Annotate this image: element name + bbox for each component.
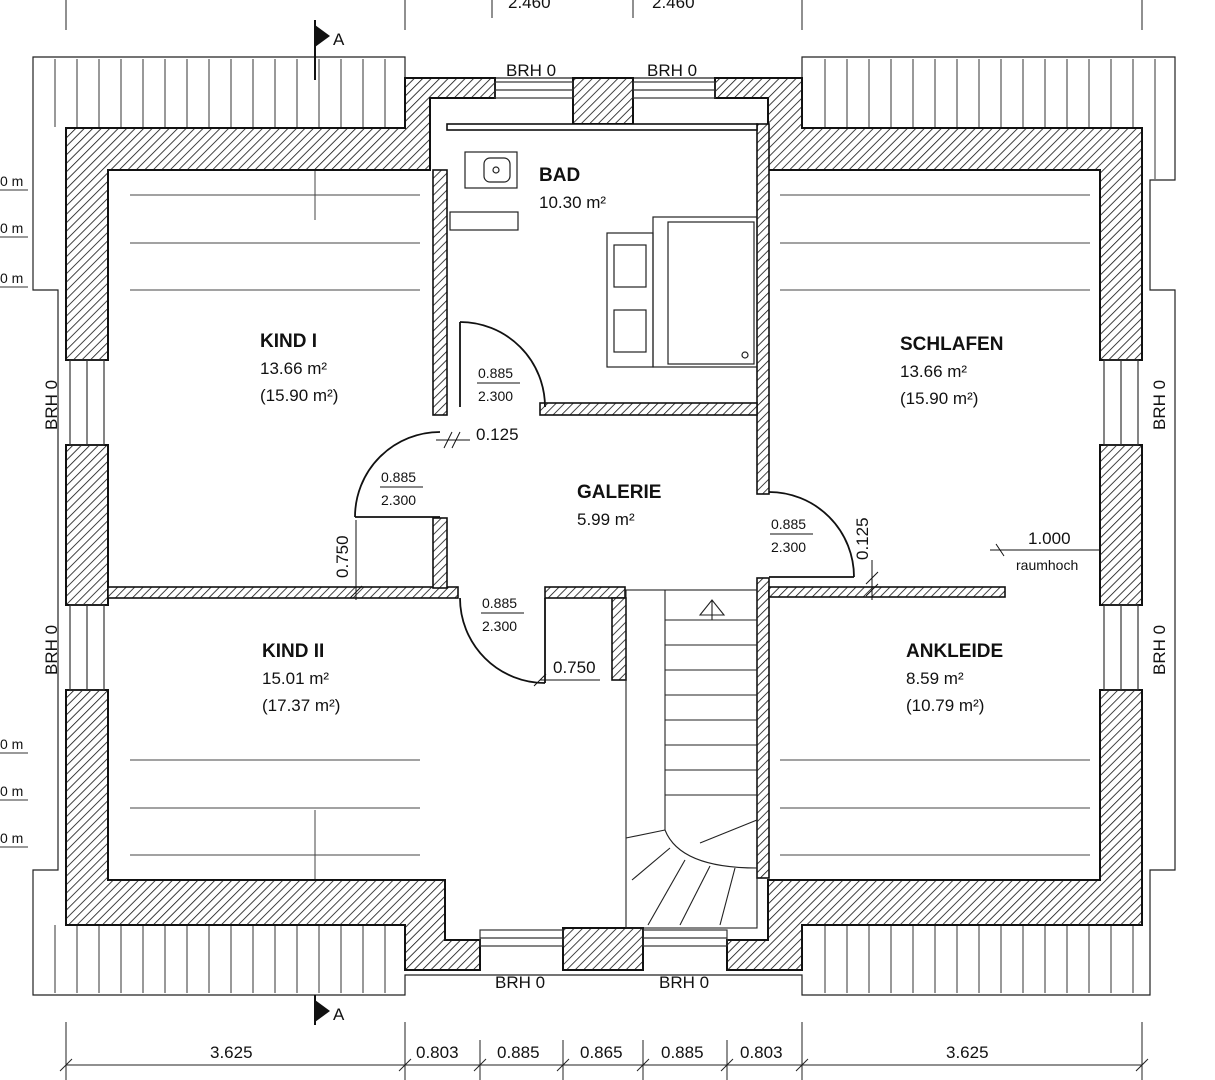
brh-top-right: BRH 0 [647, 61, 697, 80]
room-ankleide-name: ANKLEIDE [906, 641, 1003, 662]
brh-left-lower: BRH 0 [42, 625, 61, 675]
level-label-1: 0 m [0, 173, 23, 189]
top-dim-left: 2.460 [508, 0, 551, 12]
brh-top-left: BRH 0 [506, 61, 556, 80]
door-ankleide-width: 0.885 [771, 516, 806, 532]
roof-outline [32, 56, 1176, 996]
dim-1000: 1.000 [1028, 529, 1071, 548]
bottom-dim-chain [59, 1022, 1149, 1080]
dim-raumhoch: raumhoch [1016, 557, 1078, 573]
room-ankleide-gross: (10.79 m²) [906, 696, 984, 715]
exterior-walls [65, 77, 1143, 971]
room-kind2-area: 15.01 m² [262, 669, 329, 688]
bottom-dim-4: 0.865 [580, 1043, 623, 1062]
dim-0750-left: 0.750 [333, 535, 352, 578]
section-label-bottom: A [333, 1005, 345, 1024]
bottom-dim-6: 0.803 [740, 1043, 783, 1062]
dim-0125-right: 0.125 [853, 517, 872, 560]
bottom-dim-3: 0.885 [497, 1043, 540, 1062]
brh-left-upper: BRH 0 [42, 380, 61, 430]
room-galerie-name: GALERIE [577, 482, 661, 503]
room-galerie-area: 5.99 m² [577, 510, 635, 529]
slope-lines [130, 165, 1090, 880]
level-label-4: 0 m [0, 736, 23, 752]
room-ankleide-area: 8.59 m² [906, 669, 964, 688]
level-label-2: 0 m [0, 220, 23, 236]
bath-fixtures [449, 151, 758, 368]
small-dim-marks [349, 431, 1100, 687]
section-label-top: A [333, 30, 345, 49]
staircase [625, 589, 758, 929]
side-level-ticks [0, 189, 28, 848]
brh-right-upper: BRH 0 [1150, 380, 1169, 430]
room-kind2-name: KIND II [262, 641, 324, 662]
level-label-3: 0 m [0, 270, 23, 286]
door-label-kind2: 0.885 2.300 [481, 595, 524, 634]
top-dim-lines [65, 0, 1143, 30]
room-bad-area: 10.30 m² [539, 193, 606, 212]
windows [69, 81, 1139, 947]
room-kind1-area: 13.66 m² [260, 359, 327, 378]
room-schlafen-gross: (15.90 m²) [900, 389, 978, 408]
door-label-kind1: 0.885 2.300 [380, 469, 423, 508]
room-bad-name: BAD [539, 165, 580, 186]
door-swings [354, 321, 855, 684]
dim-0750-bottom: 0.750 [553, 658, 596, 677]
top-dim-right: 2.460 [652, 0, 695, 12]
room-kind2-gross: (17.37 m²) [262, 696, 340, 715]
door-bad-height: 2.300 [478, 388, 513, 404]
dim-0125-galerie: 0.125 [476, 425, 519, 444]
door-kind2-width: 0.885 [482, 595, 517, 611]
door-kind1-height: 2.300 [381, 492, 416, 508]
bottom-dim-1: 3.625 [210, 1043, 253, 1062]
door-label-bad: 0.885 2.300 [477, 365, 520, 404]
interior-walls [107, 123, 1006, 879]
bottom-dim-2: 0.803 [416, 1043, 459, 1062]
door-kind2-height: 2.300 [482, 618, 517, 634]
room-kind1-name: KIND I [260, 331, 317, 352]
roof-rafters [35, 59, 1173, 993]
room-kind1-gross: (15.90 m²) [260, 386, 338, 405]
brh-bottom-left: BRH 0 [495, 973, 545, 992]
brh-right-lower: BRH 0 [1150, 625, 1169, 675]
brh-bottom-right: BRH 0 [659, 973, 709, 992]
room-schlafen-name: SCHLAFEN [900, 334, 1003, 355]
door-ankleide-height: 2.300 [771, 539, 806, 555]
room-schlafen-area: 13.66 m² [900, 362, 967, 381]
bottom-dim-7: 3.625 [946, 1043, 989, 1062]
level-label-6: 0 m [0, 830, 23, 846]
door-bad-width: 0.885 [478, 365, 513, 381]
level-label-5: 0 m [0, 783, 23, 799]
bottom-dim-5: 0.885 [661, 1043, 704, 1062]
door-kind1-width: 0.885 [381, 469, 416, 485]
door-label-ankleide: 0.885 2.300 [770, 516, 813, 555]
section-markers [314, 20, 330, 1025]
